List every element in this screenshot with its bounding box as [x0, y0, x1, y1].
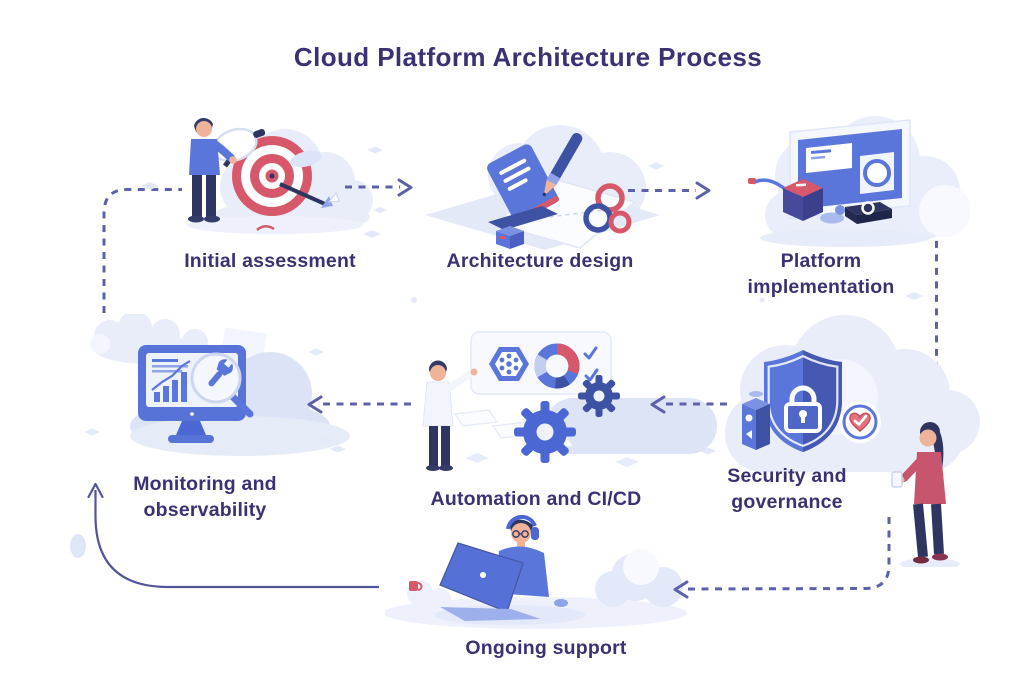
- label-line: governance: [731, 490, 843, 513]
- ground-shadow: [187, 216, 363, 234]
- automation-cicd-illustration: [405, 330, 725, 480]
- label-line: Security and: [727, 465, 847, 487]
- label-ongoing-support: Ongoing support: [416, 636, 676, 662]
- cloud-base-light: [130, 416, 350, 456]
- label-line: Architecture design: [446, 250, 634, 272]
- label-platform-implementation: Platform implementation: [691, 249, 951, 300]
- monitoring-observability-illustration: [70, 314, 350, 466]
- initial-assessment-illustration: [125, 112, 395, 247]
- mouse-icon: [554, 599, 568, 607]
- person-figure: [422, 360, 478, 471]
- magnifier-wrench-icon: [190, 352, 254, 418]
- label-line: implementation: [747, 275, 895, 298]
- cube-decor: [496, 226, 524, 249]
- gear-icon-small: [578, 375, 620, 417]
- label-automation-cicd: Automation and CI/CD: [406, 487, 666, 513]
- dart-icon: [279, 182, 340, 208]
- architecture-design-illustration: [410, 110, 680, 250]
- cloud-highlight: [90, 334, 110, 354]
- label-line: Platform: [780, 250, 862, 272]
- platform-implementation-illustration: [740, 106, 970, 251]
- floor-tile-decor: [465, 453, 639, 467]
- mug-icon: [409, 581, 423, 591]
- chip-icon: [820, 201, 892, 224]
- label-architecture-design: Architecture design: [410, 249, 670, 275]
- diamond-decor: [84, 348, 334, 443]
- package-cube-icon: [783, 179, 823, 221]
- cloud-highlight: [623, 549, 659, 585]
- knot-icon: [583, 183, 632, 234]
- pen-icon: [542, 132, 583, 197]
- label-monitoring-observability: Monitoring and observability: [75, 472, 335, 523]
- access-device-icon: [742, 391, 770, 450]
- label-line: observability: [143, 498, 267, 521]
- security-governance-illustration: [690, 312, 990, 567]
- hexagon-node-icon: [489, 347, 529, 381]
- label-line: Monitoring and: [133, 473, 277, 495]
- page-title: Cloud Platform Architecture Process: [293, 42, 763, 72]
- red-squiggle-decor: [256, 225, 275, 231]
- woman-figure: [891, 422, 960, 567]
- document-stand: [488, 206, 558, 230]
- label-security-governance: Security and governance: [657, 464, 917, 515]
- ground-shadow: [760, 229, 930, 247]
- label-initial-assessment: Initial assessment: [140, 249, 400, 275]
- label-line: Initial assessment: [184, 250, 356, 272]
- arrowhead-right-icon: [695, 181, 711, 200]
- gear-icon-large: [514, 401, 576, 463]
- ongoing-support-illustration: [385, 515, 705, 635]
- label-line: Automation and CI/CD: [430, 488, 642, 510]
- label-line: Ongoing support: [465, 637, 627, 659]
- laptop-icon: [439, 542, 541, 621]
- checkmark-icon: [583, 346, 599, 382]
- plug-icon: [748, 178, 756, 184]
- capsule-decor: [290, 150, 322, 168]
- person-figure: [188, 117, 237, 223]
- shield-lock-icon: [764, 350, 842, 452]
- heart-badge-icon: [839, 401, 881, 443]
- donut-chart-icon: [534, 343, 580, 389]
- pill-backdrop: [545, 398, 717, 454]
- cloud-highlight: [919, 185, 970, 237]
